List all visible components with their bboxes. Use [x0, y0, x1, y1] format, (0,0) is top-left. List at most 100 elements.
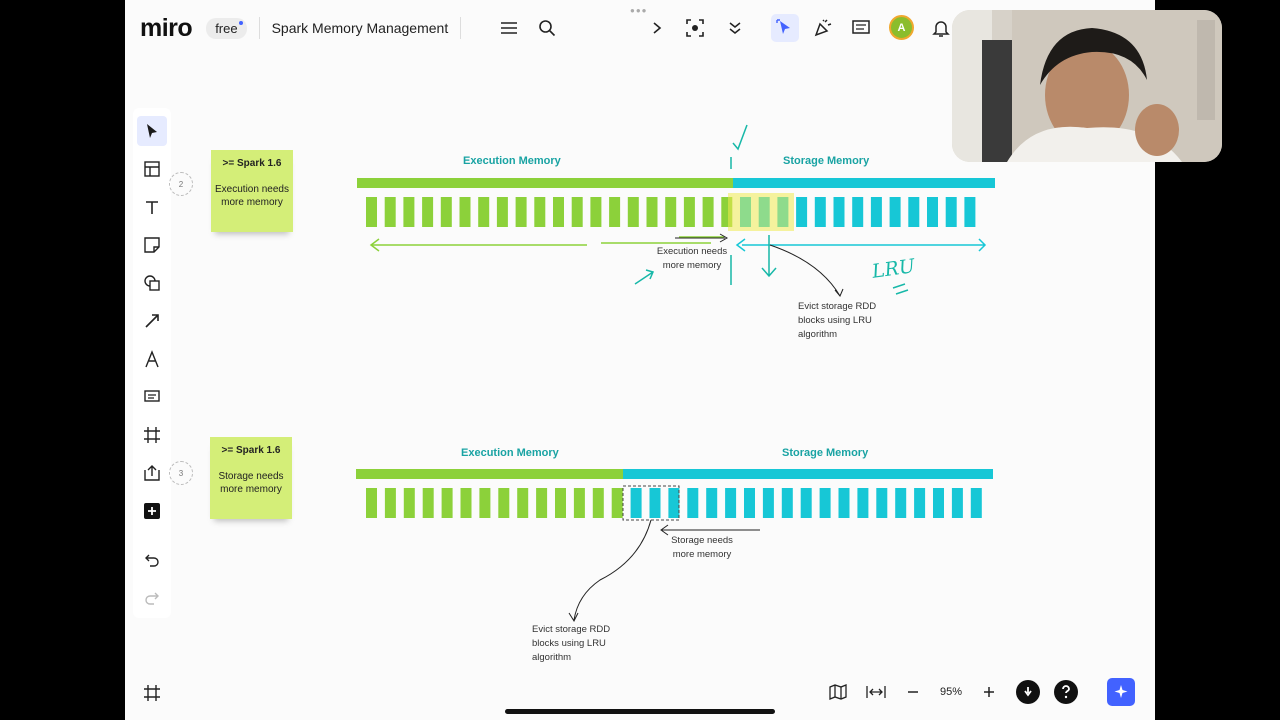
memory-block	[852, 197, 864, 227]
evict-note: Evict storage RDD blocks using LRU algor…	[532, 624, 611, 663]
upload-icon[interactable]	[137, 458, 167, 488]
memory-block	[814, 197, 826, 227]
redo-icon[interactable]	[137, 583, 167, 613]
plan-badge[interactable]: free	[206, 17, 247, 39]
memory-block	[515, 197, 527, 227]
frame-marker[interactable]: 3	[169, 461, 193, 485]
memory-block	[536, 488, 548, 518]
handwritten-underline	[892, 283, 909, 295]
memory-block	[440, 197, 452, 227]
execution-range-line	[372, 236, 724, 246]
notifications-icon[interactable]	[929, 16, 953, 40]
select-tool-icon[interactable]	[137, 116, 167, 146]
execution-bar	[356, 469, 623, 479]
memory-block	[478, 197, 490, 227]
memory-block	[366, 197, 377, 227]
pen-icon[interactable]	[137, 344, 167, 374]
memory-block	[933, 488, 944, 518]
memory-blocks	[366, 197, 976, 227]
connection-line-icon[interactable]	[137, 306, 167, 336]
memory-block	[706, 488, 718, 518]
text-tool-icon[interactable]	[137, 192, 167, 222]
storage-bar	[623, 469, 993, 479]
memory-block	[460, 488, 472, 518]
memory-block	[914, 488, 926, 518]
help-icon[interactable]	[1054, 680, 1078, 704]
frame-marker[interactable]: 2	[169, 172, 193, 196]
memory-block	[702, 197, 714, 227]
templates-icon[interactable]	[137, 154, 167, 184]
badge-dot	[238, 20, 243, 25]
fit-to-screen-icon[interactable]	[864, 680, 888, 704]
evict-note: Evict storage RDD blocks using LRU algor…	[798, 301, 877, 340]
handwritten-arrow-icon	[634, 269, 655, 285]
minimap-icon[interactable]	[826, 680, 850, 704]
reactions-icon[interactable]	[1016, 680, 1040, 704]
arrow-icon	[369, 238, 380, 252]
memory-block	[857, 488, 869, 518]
execution-memory-label: Execution Memory	[463, 155, 561, 167]
memory-block	[665, 197, 677, 227]
storage-range-line	[742, 238, 987, 252]
memory-block	[498, 488, 510, 518]
memory-block	[889, 197, 901, 227]
memory-block	[403, 197, 415, 227]
zoom-level[interactable]: 95%	[939, 686, 963, 698]
board-title[interactable]: Spark Memory Management	[271, 20, 449, 36]
memory-block	[668, 488, 680, 518]
sticky-note[interactable]: >= Spark 1.6 Storage needs more memory	[210, 437, 292, 519]
shapes-icon[interactable]	[137, 268, 167, 298]
arrow-icon	[660, 524, 760, 536]
memory-block	[534, 197, 546, 227]
execution-needs-note: Execution needs more memory	[656, 246, 728, 271]
comments-icon[interactable]	[849, 16, 873, 40]
drag-handle-icon[interactable]: ●●●	[630, 6, 648, 15]
memory-block	[384, 197, 396, 227]
memory-block	[592, 488, 604, 518]
select-cursor-icon[interactable]	[771, 14, 799, 42]
celebrate-icon[interactable]	[811, 16, 835, 40]
memory-block	[908, 197, 920, 227]
memory-block	[459, 197, 471, 227]
screen-capture-icon[interactable]	[683, 16, 707, 40]
left-toolbar	[133, 108, 171, 618]
execution-memory-label: Execution Memory	[461, 447, 559, 459]
zoom-out-icon[interactable]	[901, 680, 925, 704]
sticky-title: >= Spark 1.6	[221, 445, 281, 456]
handwritten-arrow-icon	[761, 235, 777, 278]
check-mark-icon	[732, 124, 748, 151]
arrow-icon	[675, 233, 729, 243]
memory-block	[796, 197, 808, 227]
memory-blocks	[366, 488, 982, 518]
memory-block	[951, 488, 963, 518]
menu-icon[interactable]	[497, 16, 521, 40]
memory-block	[422, 488, 434, 518]
memory-block	[403, 488, 415, 518]
miro-logo[interactable]: miro	[140, 13, 193, 42]
undo-icon[interactable]	[137, 545, 167, 575]
ai-assist-icon[interactable]	[1107, 678, 1135, 706]
home-indicator	[505, 709, 775, 714]
comment-icon[interactable]	[137, 382, 167, 412]
memory-block	[833, 197, 845, 227]
storage-needs-note: Storage needs more memory	[671, 535, 733, 560]
memory-block	[553, 197, 564, 227]
memory-block	[725, 488, 737, 518]
sticky-note[interactable]: >= Spark 1.6 Execution needs more memory	[211, 150, 293, 232]
chevron-down-icon[interactable]	[723, 16, 747, 40]
sticky-title: >= Spark 1.6	[222, 158, 282, 169]
execution-bar	[357, 178, 733, 188]
user-avatar[interactable]: A	[889, 15, 914, 40]
frame-icon[interactable]	[137, 420, 167, 450]
divider	[258, 17, 260, 39]
memory-block	[384, 488, 396, 518]
zoom-in-icon[interactable]	[977, 680, 1001, 704]
memory-block	[366, 488, 377, 518]
frames-panel-icon[interactable]	[137, 678, 167, 708]
sticky-note-icon[interactable]	[137, 230, 167, 260]
memory-block	[819, 488, 831, 518]
chevron-right-icon[interactable]	[645, 16, 669, 40]
add-more-icon[interactable]	[137, 496, 167, 526]
search-icon[interactable]	[535, 16, 559, 40]
